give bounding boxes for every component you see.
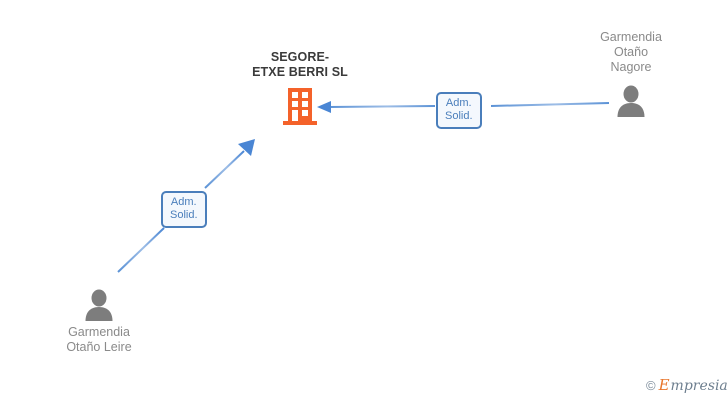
person-icon-wrap xyxy=(556,79,706,117)
company-icon-wrap xyxy=(220,86,380,126)
person-name-label: Garmendia Otaño Leire xyxy=(66,325,132,354)
watermark: © E mpresia xyxy=(646,378,728,393)
company-name-label: SEGORE- ETXE BERRI SL xyxy=(252,50,348,79)
brand-name: mpresia xyxy=(670,377,728,394)
person-icon xyxy=(617,85,645,117)
person-icon-wrap xyxy=(24,283,174,321)
person-node-nagore[interactable]: Garmendia Otaño Nagore xyxy=(556,30,706,117)
edge-label-adm-solid-right[interactable]: Adm. Solid. xyxy=(436,92,482,129)
brand-initial: E xyxy=(658,376,670,394)
person-name-label: Garmendia Otaño Nagore xyxy=(600,30,662,74)
edge-label-adm-solid-left[interactable]: Adm. Solid. xyxy=(161,191,207,228)
building-icon xyxy=(283,88,317,125)
person-node-leire[interactable]: Garmendia Otaño Leire xyxy=(24,283,174,355)
arrowhead-upright-icon xyxy=(238,139,255,156)
person-icon xyxy=(85,289,113,321)
company-node[interactable]: SEGORE- ETXE BERRI SL xyxy=(220,50,380,126)
copyright-icon: © xyxy=(646,378,656,393)
